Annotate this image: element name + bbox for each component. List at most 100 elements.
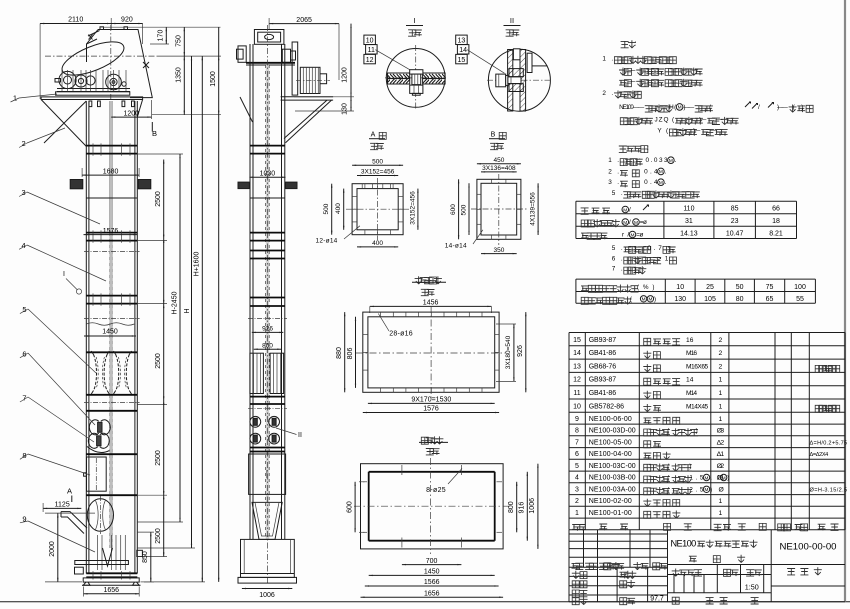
svg-text:: JZQ (: : JZQ (: [649, 116, 675, 123]
svg-text:9X170=1530: 9X170=1530: [411, 397, 451, 404]
svg-text:130: 130: [342, 103, 349, 115]
svg-text:2065: 2065: [296, 17, 312, 24]
svg-text:I: I: [63, 271, 65, 278]
svg-text:(: (: [709, 104, 712, 111]
svg-text:H+1600: H+1600: [194, 252, 201, 277]
svg-text:1450: 1450: [424, 569, 440, 576]
svg-text:700: 700: [426, 558, 438, 565]
svg-text:1200: 1200: [342, 67, 349, 83]
svg-text:(: (: [667, 475, 670, 482]
svg-text:B: B: [491, 132, 496, 139]
svg-text:2500: 2500: [155, 528, 162, 544]
svg-text:10.47: 10.47: [726, 231, 744, 238]
svg-text:M: M: [623, 220, 627, 226]
svg-text:1:50: 1:50: [745, 582, 759, 591]
svg-text:1: 1: [719, 390, 723, 397]
svg-text:2110: 2110: [68, 17, 83, 24]
svg-text:NE100-03C-00: NE100-03C-00: [589, 463, 636, 470]
svg-text:NE100-01-00: NE100-01-00: [589, 510, 632, 517]
svg-text:100: 100: [794, 284, 806, 291]
svg-text:15: 15: [573, 337, 581, 344]
svg-text:10: 10: [573, 403, 581, 410]
svg-text:NE100-03B-00: NE100-03B-00: [589, 475, 636, 482]
svg-text:M16X65: M16X65: [686, 363, 709, 370]
svg-text:A: A: [371, 132, 376, 139]
svg-text:H: H: [184, 308, 191, 313]
svg-text:14-ø14: 14-ø14: [445, 243, 467, 250]
svg-text:,: ,: [660, 78, 662, 85]
svg-text:130: 130: [674, 296, 686, 303]
svg-text:M16: M16: [686, 350, 697, 357]
svg-text:—: —: [710, 128, 717, 135]
svg-text:2: 2: [575, 498, 579, 505]
svg-text:10: 10: [366, 38, 374, 45]
svg-text:GB5782-86: GB5782-86: [589, 403, 624, 410]
svg-text:(: (: [667, 486, 670, 493]
svg-text:/: /: [758, 104, 760, 111]
svg-text:400: 400: [335, 203, 342, 214]
svg-text:500: 500: [461, 204, 468, 215]
svg-text:66: 66: [772, 206, 780, 213]
svg-text::: :: [696, 190, 698, 197]
svg-text:)—: )—: [699, 116, 707, 123]
svg-text:——: ——: [628, 67, 636, 74]
svg-text:8: 8: [22, 451, 26, 460]
svg-text:(: (: [667, 463, 670, 470]
svg-text:.: .: [810, 104, 812, 111]
svg-text:1030: 1030: [260, 170, 276, 177]
svg-text:3: 3: [22, 188, 26, 197]
svg-text:13: 13: [573, 363, 581, 370]
svg-text:GB68-76: GB68-76: [589, 363, 616, 370]
svg-text:: 0.4: : 0.4: [636, 168, 658, 175]
svg-text:1566: 1566: [424, 579, 440, 586]
svg-text:85: 85: [731, 206, 739, 213]
svg-text:500: 500: [323, 203, 330, 214]
svg-text:M: M: [642, 297, 646, 302]
svg-text:1125: 1125: [55, 502, 70, 509]
svg-text:=ø: =ø: [636, 232, 643, 239]
svg-text:12-ø14: 12-ø14: [316, 237, 338, 244]
svg-text:GB41-86: GB41-86: [589, 350, 616, 357]
svg-text:: 0.4: : 0.4: [636, 179, 658, 186]
svg-text:/: /: [629, 207, 631, 214]
svg-text:I: I: [413, 16, 415, 25]
svg-text:Ø=H-3.15/2.5: Ø=H-3.15/2.5: [810, 487, 848, 493]
svg-text:Δ1: Δ1: [717, 451, 725, 458]
svg-text:2: 2: [719, 337, 723, 344]
svg-text:75: 75: [766, 284, 774, 291]
svg-text:97.7: 97.7: [650, 596, 664, 603]
svg-text:25: 25: [706, 284, 714, 291]
svg-text:23: 23: [731, 218, 739, 225]
svg-text:500: 500: [372, 159, 383, 166]
svg-text:15: 15: [458, 57, 466, 64]
svg-text:110: 110: [683, 206, 694, 213]
svg-text:.: .: [699, 78, 701, 85]
svg-text:1: 1: [719, 416, 723, 423]
svg-text:M: M: [659, 180, 663, 186]
svg-text:M14X45: M14X45: [686, 403, 709, 410]
svg-text:Δ2: Δ2: [717, 439, 725, 446]
svg-text:1006: 1006: [529, 498, 536, 514]
svg-text:)—: )—: [693, 128, 701, 135]
svg-text:.: .: [673, 55, 675, 62]
svg-text:8: 8: [575, 428, 579, 435]
svg-text:(: (: [630, 296, 633, 303]
svg-text:2: 2: [719, 350, 723, 357]
svg-text:NE100-06-00: NE100-06-00: [589, 416, 632, 423]
svg-text:M: M: [669, 158, 673, 164]
svg-text:806: 806: [347, 348, 354, 360]
svg-text:28-ø16: 28-ø16: [389, 330, 413, 337]
svg-text:Ø3: Ø3: [717, 428, 725, 435]
svg-text:Y (: Y (: [657, 128, 669, 135]
svg-text:6: 6: [575, 451, 579, 458]
svg-text:3X180=540: 3X180=540: [505, 335, 512, 369]
svg-text:): ): [689, 463, 691, 470]
svg-text:926: 926: [262, 326, 273, 333]
svg-text:M: M: [634, 220, 638, 226]
svg-text:Ø2: Ø2: [717, 463, 725, 470]
svg-text:14.13: 14.13: [680, 231, 698, 238]
svg-text:M: M: [678, 105, 682, 111]
svg-text:9: 9: [575, 416, 579, 423]
svg-text:(: (: [667, 428, 670, 435]
svg-text:Δ=H/0.2+5.75: Δ=H/0.2+5.75: [810, 440, 848, 446]
